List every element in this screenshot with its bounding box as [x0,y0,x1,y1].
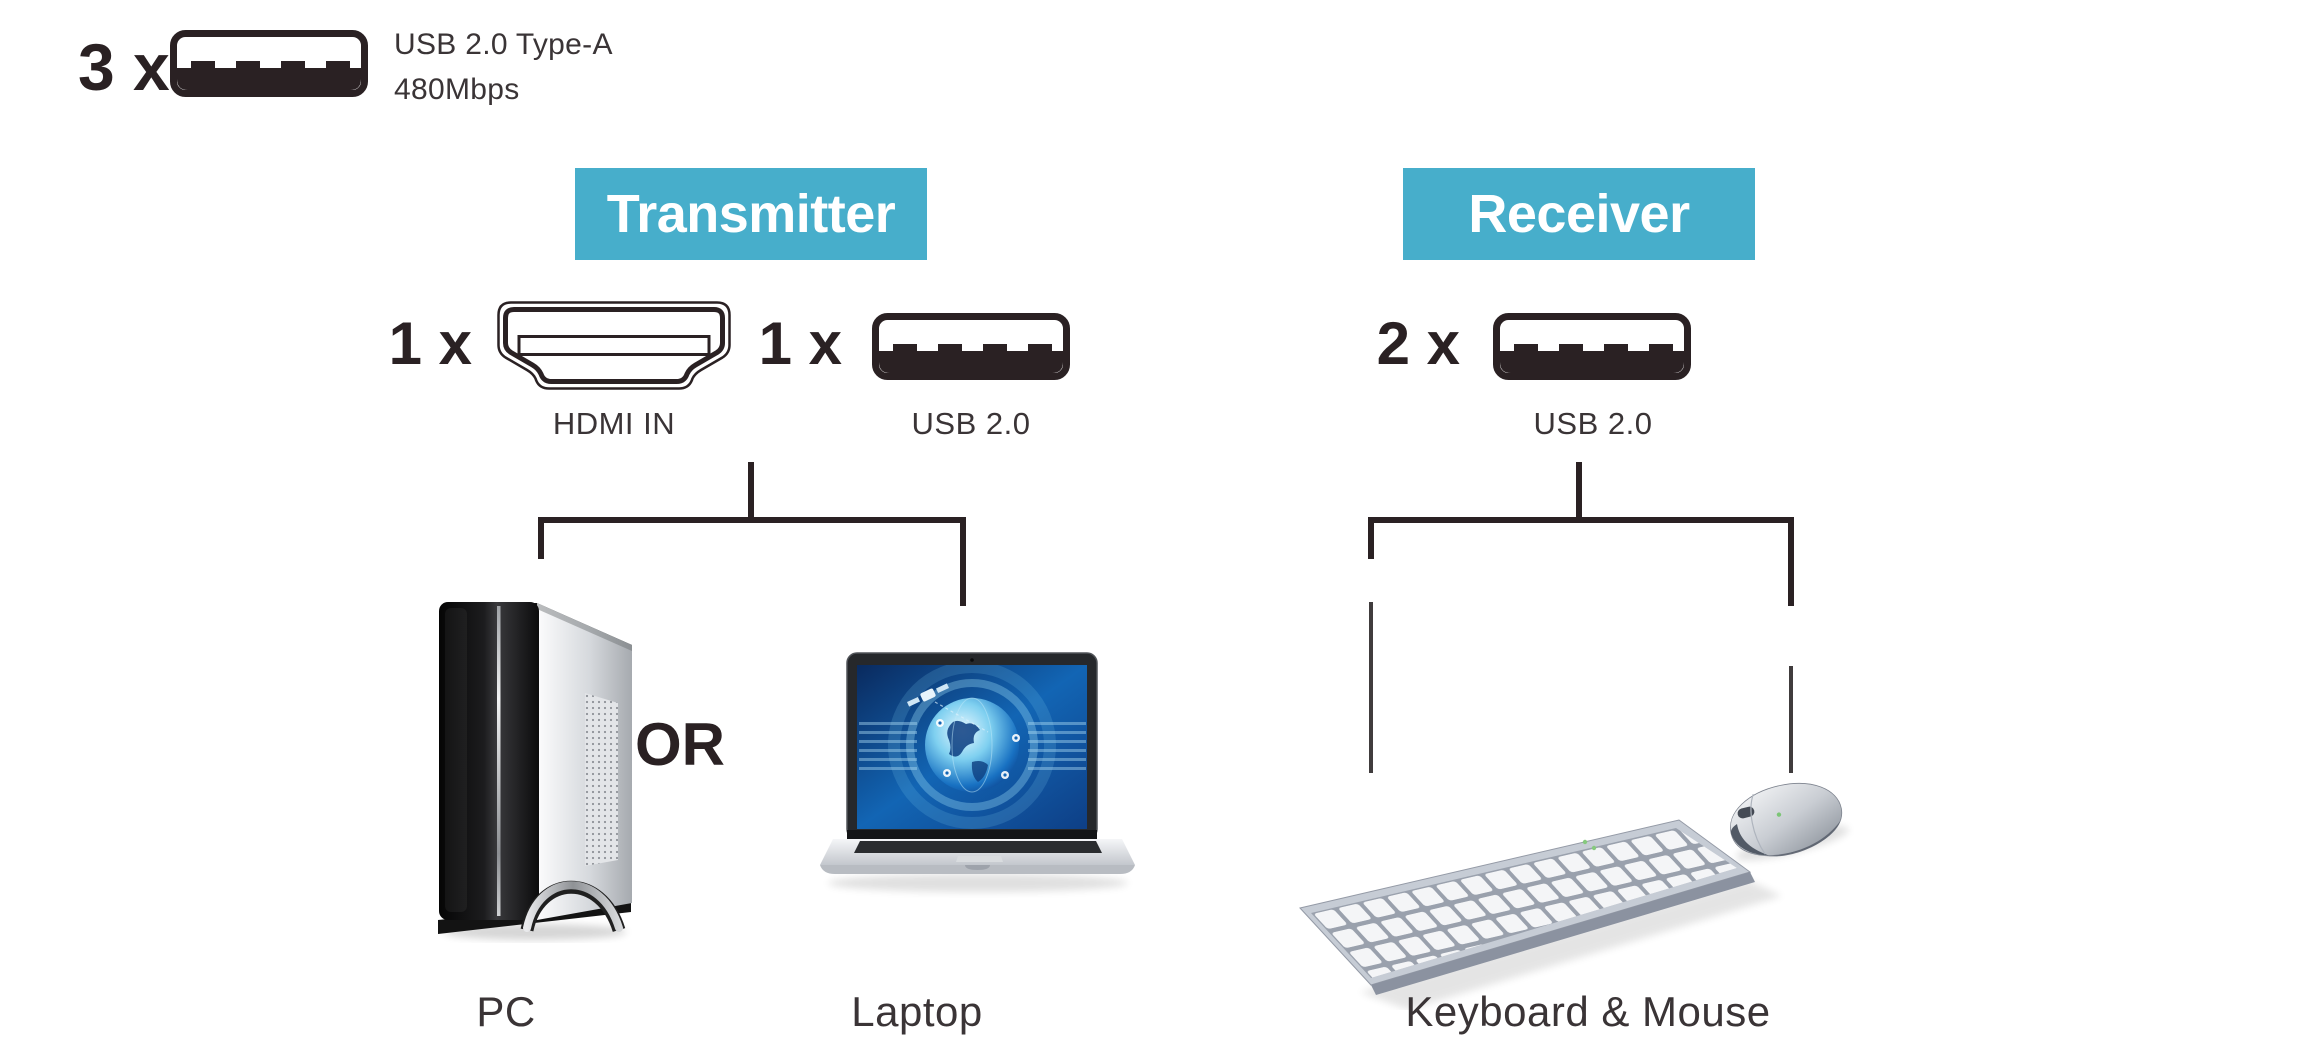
laptop-illustration [820,652,1135,892]
tx-connector-drop-left [538,517,544,559]
usb-badge-count: 3 x [78,30,170,104]
rx-connector-drop-left-lower [1369,602,1373,773]
usb-speed-line: 480Mbps [394,73,520,106]
device-label-keyboard-mouse: Keyboard & Mouse [1405,988,1771,1035]
rx-connector-drop-right-lower [1789,666,1793,773]
transmitter-title: Transmitter [606,184,896,244]
or-label: OR [635,711,725,778]
rx-connector-drop-left [1368,517,1374,559]
rx-connector-drop-right [1788,517,1794,606]
rx-usb-port-label: USB 2.0 [1533,406,1653,441]
hdmi-port-icon [495,299,733,392]
rx-connector-stem [1576,462,1582,520]
usb-badge-spec: USB 2.0 Type-A 480Mbps [394,22,613,112]
usb-type-a-port-icon [872,313,1070,380]
tx-usb-port-count: 1 x [758,310,842,377]
tx-connector-bar [538,517,966,523]
hdmi-port-count: 1 x [388,310,472,377]
receiver-header: Receiver [1403,168,1755,260]
pc-illustration [438,602,632,940]
device-label-laptop: Laptop [851,988,983,1035]
keyboard-mouse-illustration [1299,782,1849,1010]
rx-usb-port-count: 2 x [1376,310,1460,377]
tx-connector-stem [748,462,754,520]
hdmi-port-label: HDMI IN [552,406,676,441]
tx-usb-port-label: USB 2.0 [911,406,1031,441]
usb-type-a-port-icon [170,30,368,97]
usb-type-a-port-icon [1493,313,1691,380]
tx-connector-drop-right [960,517,966,606]
device-label-pc: PC [476,988,536,1035]
usb-spec-line: USB 2.0 Type-A [394,28,613,61]
mouse-icon [1730,782,1849,861]
transmitter-header: Transmitter [575,168,927,260]
rx-connector-bar [1368,517,1794,523]
receiver-title: Receiver [1468,184,1690,244]
